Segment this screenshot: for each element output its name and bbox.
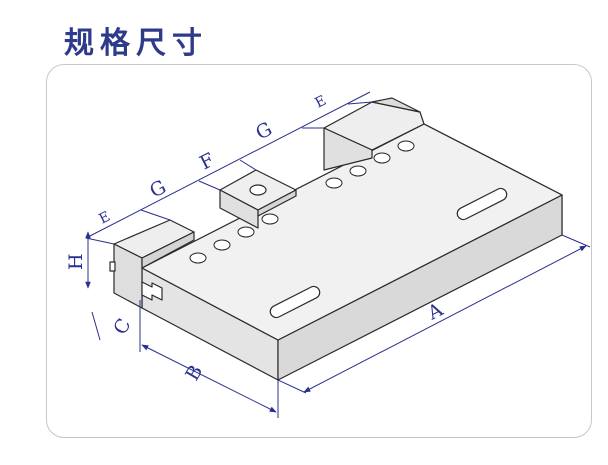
right-block-front [323, 127, 373, 171]
side-pin [109, 261, 116, 272]
dim-label-e-right: E [313, 93, 329, 112]
hole-row [189, 140, 415, 264]
right-end-block [323, 97, 425, 171]
dim-label-f: F [196, 149, 218, 175]
hole [189, 252, 207, 264]
length-dimension [277, 234, 591, 394]
hole [261, 213, 279, 225]
dim-label-c: C [109, 315, 135, 339]
center-block-front [219, 189, 259, 229]
plate-top-face [141, 123, 563, 341]
height-dimension [85, 231, 141, 352]
dim-label-g-right: G [252, 118, 276, 144]
t-slot-groove [141, 281, 163, 301]
left-block-front [113, 243, 143, 309]
hole [349, 165, 367, 177]
hole [325, 177, 343, 189]
left-block-side [141, 231, 195, 269]
dim-label-a: A [423, 298, 446, 324]
width-dimension [141, 344, 279, 418]
top-dimension-line [85, 91, 373, 245]
page-title: 规格尺寸 [64, 26, 208, 61]
dim-label-g-left: G [146, 176, 170, 202]
center-block-side [257, 189, 297, 217]
dim-label-e-left: E [97, 209, 113, 228]
right-block-chamfer [371, 97, 421, 113]
dim-label-b: B [181, 361, 207, 384]
dim-label-h: H [65, 253, 87, 270]
left-end-block [109, 219, 195, 309]
hole [213, 239, 231, 251]
center-block-hole [249, 184, 267, 196]
hole [397, 140, 415, 152]
slot-back [456, 187, 508, 221]
hole [237, 226, 255, 238]
center-block [219, 169, 297, 229]
hole [373, 152, 391, 164]
